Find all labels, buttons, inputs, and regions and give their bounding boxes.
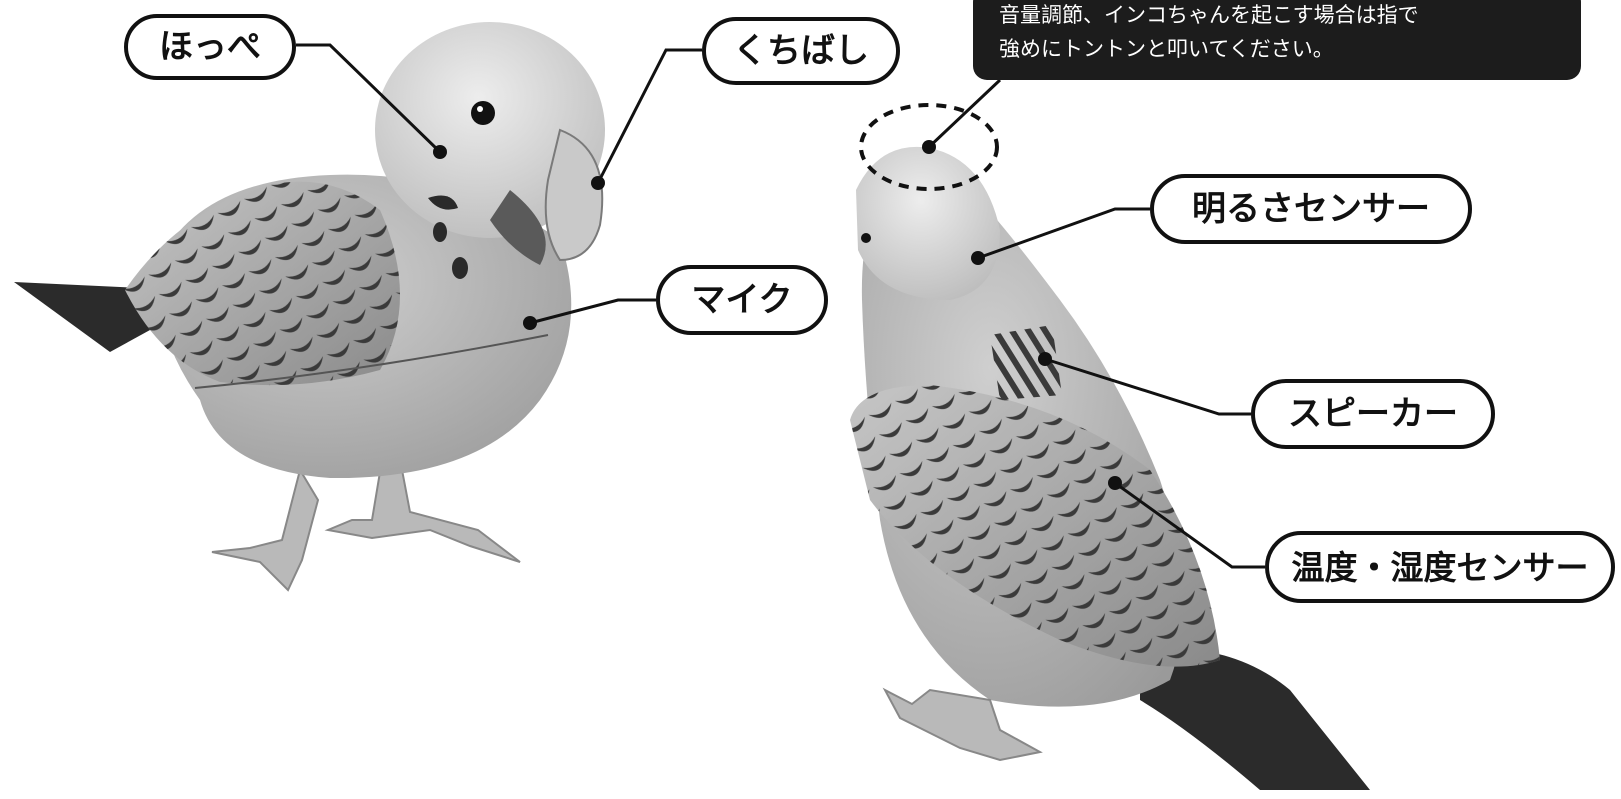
leader-speaker [1044,357,1251,416]
leader-beak [596,48,702,184]
leader-tap-area [927,78,1002,149]
left-beak [544,128,604,262]
right-leg [882,687,1043,762]
left-wing-pattern [125,181,400,386]
note-line-1: 音量調節、インコちゃんを起こす場合は指で [999,3,1419,27]
left-throat-spot-3 [452,257,468,279]
note-line-2: 強めにトントンと叩いてください。 [999,37,1334,61]
left-throat-shade [490,190,546,265]
label-mic: マイク [656,265,828,335]
instruction-note: 音量調節、インコちゃんを起こす場合は指で 強めにトントンと叩いてください。 [973,0,1581,80]
right-head [856,146,1000,300]
right-eye [861,233,871,243]
leader-light-sensor [977,207,1150,260]
label-beak: くちばし [702,17,900,85]
label-light-sensor: 明るさセンサー [1150,174,1472,244]
left-body-seam [194,334,549,389]
leader-lines [296,43,1265,569]
left-throat-spot-1 [428,195,458,210]
right-tail [1140,648,1370,790]
leader-cheek [296,43,442,154]
left-throat-spot-2 [433,222,447,242]
left-tail [14,282,150,352]
left-leg-back [211,467,320,592]
left-parakeet [14,22,605,592]
left-eye [471,101,495,125]
right-wing-pattern [850,385,1220,667]
left-leg-front [324,468,521,563]
right-speaker-grille [990,325,1062,400]
right-parakeet [850,103,1370,790]
label-temp-humidity-sensor: 温度・湿度センサー [1265,531,1615,603]
leader-dots [433,140,1122,490]
leader-temp-sensor [1114,481,1265,569]
label-cheek: ほっぺ [124,14,296,80]
label-speaker: スピーカー [1251,379,1495,449]
leader-mic [529,298,656,325]
head-tap-area-marker [859,103,999,191]
